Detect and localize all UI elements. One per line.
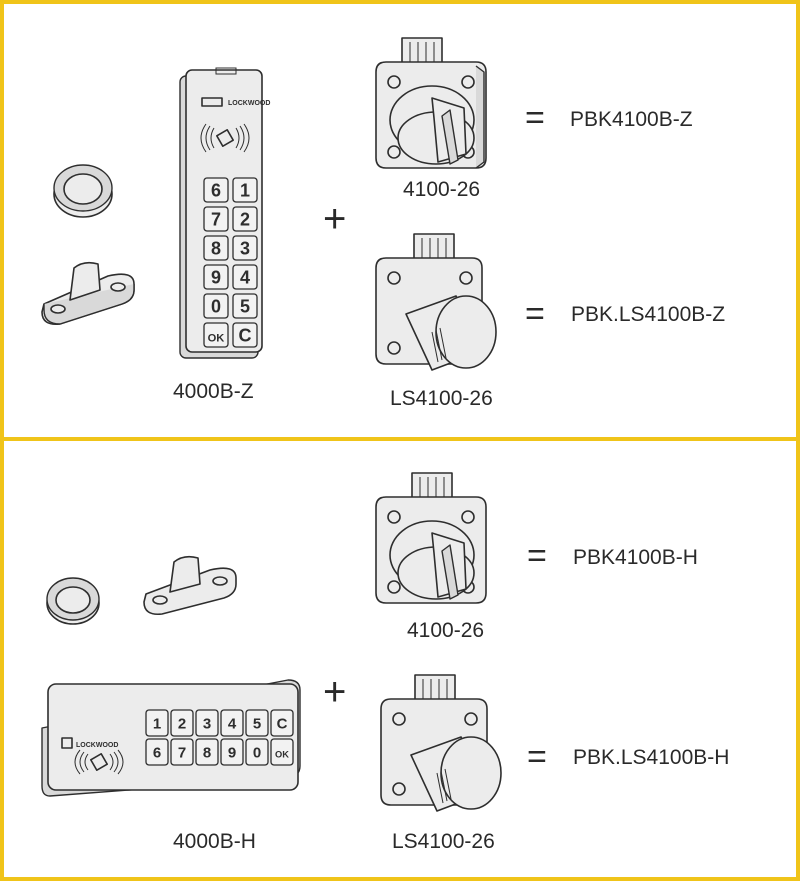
lock-label-bottom-2: LS4100-26 (392, 830, 495, 853)
equals-sign-bottom-2: = (527, 738, 547, 776)
keypad-key (145, 709, 169, 737)
keypad-key-label: 3 (240, 238, 250, 258)
keypad-key (203, 206, 229, 232)
knob-lock-icon (380, 674, 502, 812)
keypad-label-top: 4000B-Z (173, 380, 254, 403)
keypad-key (220, 709, 244, 737)
keypad-key-label: 6 (211, 180, 221, 200)
keypad-key (232, 264, 258, 290)
keypad-key-label: 4 (240, 267, 250, 287)
keypad-key-label: 3 (203, 715, 211, 732)
keypad-key (220, 738, 244, 766)
section-divider (0, 437, 800, 441)
keypad-key (203, 235, 229, 261)
result-label-bottom-2: PBK.LS4100B-H (573, 746, 730, 769)
keypad-key-label: 1 (240, 180, 250, 200)
keypad-key-label: OK (208, 332, 225, 344)
keypad-key (232, 235, 258, 261)
keypad-key-label: 2 (240, 209, 250, 229)
lock-label-top-2: LS4100-26 (390, 387, 493, 410)
keypad-key (232, 293, 258, 319)
keypad-key-label: C (239, 325, 252, 345)
lock-label-top-1: 4100-26 (403, 178, 481, 201)
keypad-key-label: 7 (211, 209, 221, 229)
keypad-key-label: 5 (240, 296, 250, 316)
equals-sign-bottom-1: = (527, 537, 547, 575)
keypad-key (145, 738, 169, 766)
ring-icon (53, 164, 113, 218)
keypad-key-label: 2 (178, 715, 186, 732)
strike-plate-icon (143, 555, 237, 616)
keypad-key (270, 709, 294, 737)
keypad-key (245, 709, 269, 737)
keypad-key (203, 177, 229, 203)
keypad-key (232, 322, 258, 348)
keypad-key-label: 5 (253, 715, 261, 732)
keypad-key-label: 9 (228, 744, 236, 761)
strike-plate-icon (41, 261, 135, 326)
keypad-key-label: 4 (228, 715, 237, 732)
equals-sign-top-1: = (525, 99, 545, 137)
knob-lock-icon (375, 233, 497, 371)
keypad-key-label: 0 (253, 744, 261, 761)
keypad-key-label: 7 (178, 744, 186, 761)
cam-lock-icon (375, 472, 487, 604)
result-label-top-1: PBK4100B-Z (570, 108, 693, 131)
keypad-key-label: 0 (211, 296, 221, 316)
keypad-key-label: C (277, 715, 288, 732)
lock-label-bottom-1: 4100-26 (407, 619, 485, 642)
keypad-key (203, 264, 229, 290)
keypad-key (195, 709, 219, 737)
keypad-key (170, 738, 194, 766)
keypad-key (270, 738, 294, 766)
keypad-key (203, 322, 229, 348)
result-label-bottom-1: PBK4100B-H (573, 546, 698, 569)
keypad-key-label: 1 (153, 715, 161, 732)
plus-sign-top: + (323, 197, 347, 241)
keypad-key (170, 709, 194, 737)
keypad-key-label: 8 (211, 238, 221, 258)
cam-lock-icon (375, 37, 487, 169)
keypad-label-bottom: 4000B-H (173, 830, 256, 853)
rfid-icon (74, 749, 124, 775)
keypad-key-label: 6 (153, 744, 161, 761)
plus-sign-bottom: + (323, 670, 347, 714)
keypad-key (232, 206, 258, 232)
brand-logo: LOCKWOOD (228, 100, 270, 107)
equals-sign-top-2: = (525, 295, 545, 333)
keypad-key (232, 177, 258, 203)
keypad-key-label: 8 (203, 744, 211, 761)
keypad-key-label: OK (275, 749, 289, 759)
keypad-key (245, 738, 269, 766)
keypad-key (203, 293, 229, 319)
ring-icon (46, 577, 100, 625)
keypad-key-label: 9 (211, 267, 221, 287)
brand-logo: LOCKWOOD (76, 742, 118, 749)
keypad-key (195, 738, 219, 766)
result-label-top-2: PBK.LS4100B-Z (571, 303, 726, 326)
rfid-icon (200, 123, 250, 153)
